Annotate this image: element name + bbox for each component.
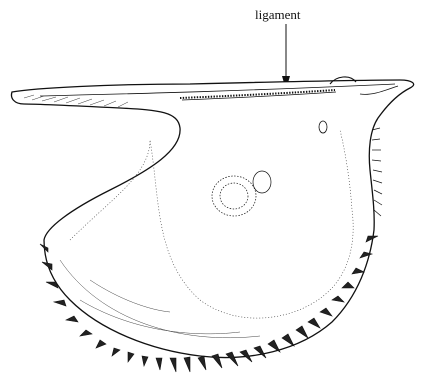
shell-outline: [12, 80, 414, 358]
ligament-arrow: [282, 24, 290, 90]
ligament-label: ligament: [255, 7, 301, 22]
